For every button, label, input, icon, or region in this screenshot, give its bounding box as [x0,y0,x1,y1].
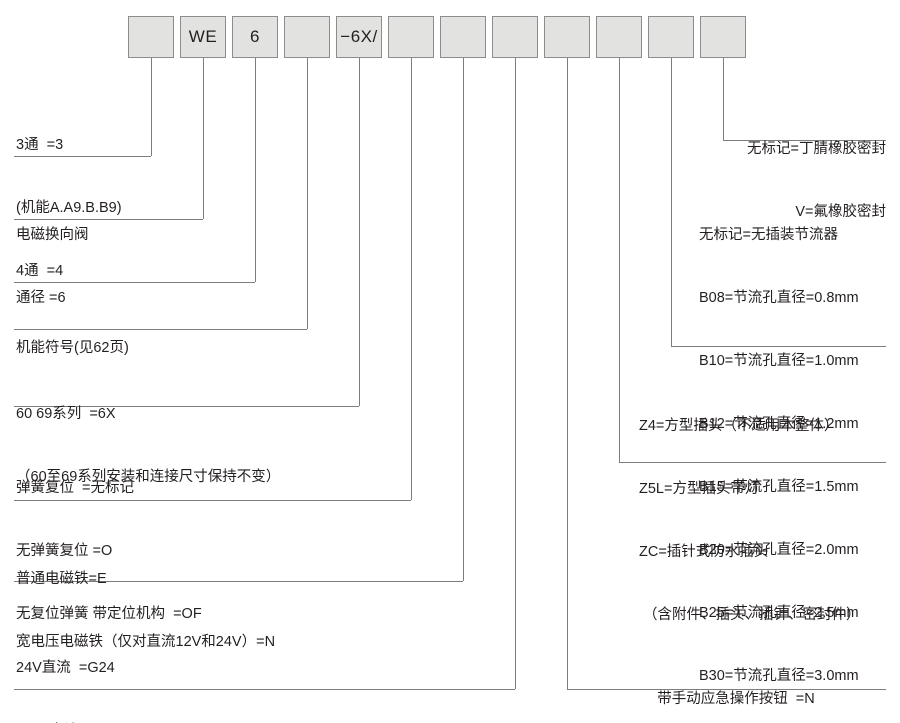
label-ways-line-3: 4通 =4 [16,263,64,279]
label-orifice-line-6: B20=节流孔直径=2.0mm [699,542,859,558]
code-box-5-label: −6X/ [340,27,378,46]
leader-line-ways-horizontal [14,156,151,157]
label-block-solenoid-type: 普通电磁铁=E 宽电压电磁铁（仅对直流12V和24V）=N [16,527,275,695]
leader-line-connector-horizontal [619,462,886,463]
label-connector-line-4: （含附件、插头、插针、密封件） [639,607,861,623]
label-block-spool-symbol: 机能符号(见62页) [16,296,129,401]
label-block-voltage: 24V直流 =G24 220V交流.50Hz =W220−50 220V交流本整… [16,616,196,723]
code-box-4[interactable] [284,16,330,58]
leader-line-valve-type-vertical [203,58,204,219]
leader-line-orifice-horizontal [671,346,886,347]
leader-line-voltage-vertical [515,58,516,689]
label-block-size: 通径 =6 [16,246,66,351]
code-box-8[interactable] [492,16,538,58]
label-orifice-line-7: B25=节流孔直径=2.5mm [699,605,859,621]
label-connector-line-3: ZC=插针式防水插头 [639,544,769,560]
label-block-orifice: 无标记=无插装节流器 B08=节流孔直径=0.8mm B10=节流孔直径=1.0… [699,183,859,723]
label-orifice-line-2: B08=节流孔直径=0.8mm [699,290,859,306]
leader-line-spring-return-vertical [411,58,412,500]
label-valve-type-line-1: 电磁换向阀 [16,227,89,243]
code-box-9[interactable] [544,16,590,58]
label-seal-material-line-2: V=氟橡胶密封 [795,204,886,220]
label-solenoid-type-line-2: 宽电压电磁铁（仅对直流12V和24V）=N [16,634,276,650]
code-box-6[interactable] [388,16,434,58]
label-block-spring-return: 弹簧复位 =无标记 无弹簧复位 =O 无复位弹簧 带定位机构 =OF [16,436,202,667]
leader-line-connector-vertical [619,58,620,462]
code-box-3-label: 6 [250,27,260,46]
code-box-10[interactable] [596,16,642,58]
code-box-7[interactable] [440,16,486,58]
code-box-12[interactable] [700,16,746,58]
leader-line-series-horizontal [14,406,359,407]
label-seal-material-line-1: 无标记=丁腈橡胶密封 [747,141,886,157]
label-spring-return-line-2: 无弹簧复位 =O [16,543,113,559]
code-box-2[interactable]: WE [180,16,226,58]
leader-line-voltage-horizontal [14,689,515,690]
label-size-line-1: 通径 =6 [16,290,66,306]
label-connector-line-2: Z5L=方型插头带灯 [639,481,760,497]
label-orifice-line-5: B15=节流孔直径=1.5mm [699,479,859,495]
label-spring-return-line-1: 弹簧复位 =无标记 [16,480,135,496]
code-box-2-label: WE [188,27,218,46]
leader-line-seal-vertical [723,58,724,140]
leader-line-manual-override-horizontal [567,689,886,690]
label-orifice-line-3: B10=节流孔直径=1.0mm [699,353,859,369]
leader-line-spool-symbol-horizontal [14,329,307,330]
label-orifice-line-8: B30=节流孔直径=3.0mm [699,668,859,684]
leader-line-size-horizontal [14,282,255,283]
label-connector-line-1: Z4=方型插头（不适用本整体） [639,418,839,434]
leader-line-manual-override-vertical [567,58,568,689]
leader-line-ways-vertical [151,58,152,156]
code-box-3[interactable]: 6 [232,16,278,58]
code-box-11[interactable] [648,16,694,58]
label-block-ways: 3通 =3 (机能A.A9.B.B9) 4通 =4 [16,93,122,324]
code-box-1[interactable] [128,16,174,58]
leader-line-spring-return-horizontal [14,500,411,501]
label-series-line-2: （60至69系列安装和连接尺寸保持不变） [16,469,281,485]
label-ways-line-1: 3通 =3 [16,137,64,153]
label-block-connector: Z4=方型插头（不适用本整体） Z5L=方型插头带灯 ZC=插针式防水插头 （含… [639,374,861,668]
label-block-series: 60 69系列 =6X （60至69系列安装和连接尺寸保持不变） [16,362,280,530]
label-ways-line-2: (机能A.A9.B.B9) [16,200,122,216]
label-orifice-line-4: B12=节流孔直径=1.2mm [699,416,859,432]
leader-line-solenoid-type-vertical [463,58,464,581]
leader-line-size-vertical [255,58,256,282]
label-orifice-line-1: 无标记=无插装节流器 [699,227,838,243]
leader-line-seal-horizontal [723,140,886,141]
label-manual-override-line-1: 带手动应急操作按钮 =N [657,691,815,707]
label-block-valve-type: 电磁换向阀 [16,183,89,288]
leader-line-valve-type-horizontal [14,219,203,220]
code-box-5[interactable]: −6X/ [336,16,382,58]
label-block-manual-override: 带手动应急操作按钮 =N [586,647,886,723]
leader-line-solenoid-type-horizontal [14,581,463,582]
leader-line-orifice-vertical [671,58,672,346]
label-spring-return-line-3: 无复位弹簧 带定位机构 =OF [16,606,202,622]
label-voltage-line-1: 24V直流 =G24 [16,660,115,676]
label-solenoid-type-line-1: 普通电磁铁=E [16,571,107,587]
label-block-seal-material: 无标记=丁腈橡胶密封 V=氟橡胶密封 [626,97,886,265]
leader-line-series-vertical [359,58,360,406]
label-series-line-1: 60 69系列 =6X [16,406,116,422]
label-spool-symbol-line-1: 机能符号(见62页) [16,340,129,356]
leader-line-spool-symbol-vertical [307,58,308,329]
